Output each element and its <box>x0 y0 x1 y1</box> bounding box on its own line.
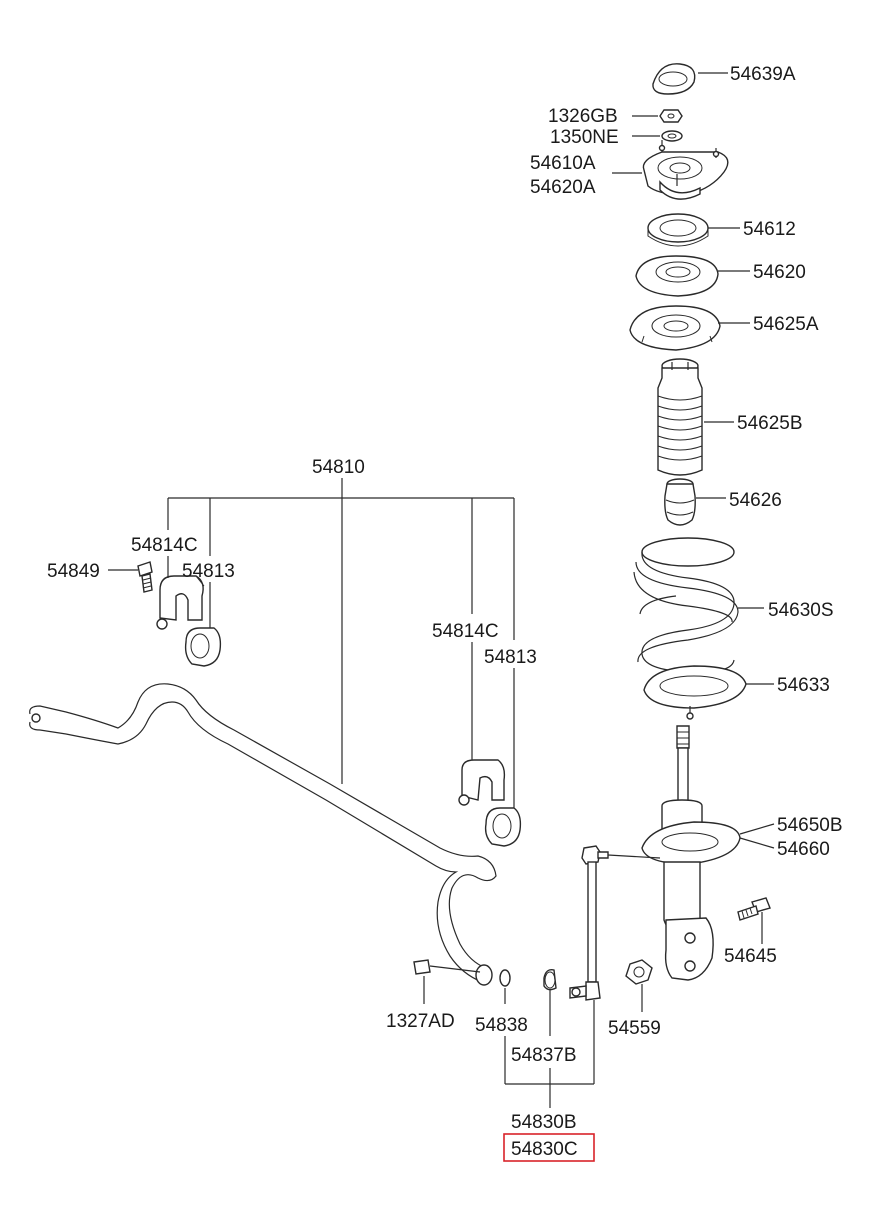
washer-1350NE <box>661 130 683 142</box>
bushing-54837B <box>543 968 557 991</box>
washer-54838 <box>499 969 511 987</box>
highlight-box-54830C <box>503 1133 595 1162</box>
label-54612: 54612 <box>743 219 796 240</box>
label-54633: 54633 <box>777 675 830 696</box>
clamp-54814C-left <box>156 575 205 630</box>
strut-mount-54610A <box>642 140 729 200</box>
leader-tree-54830B <box>504 990 595 1108</box>
clamp-54814C-right <box>458 759 506 806</box>
label-54625A: 54625A <box>753 314 819 335</box>
label-54660: 54660 <box>777 839 830 860</box>
strut-assembly-54650B <box>641 725 741 981</box>
label-54630S: 54630S <box>768 600 834 621</box>
nut-54559 <box>625 959 653 985</box>
bump-stop-54626 <box>664 478 696 526</box>
nut-1326GB <box>659 109 683 123</box>
stabilizer-link-54830C <box>569 845 661 1001</box>
leader-tree-54810 <box>167 478 515 808</box>
label-54830B: 54830B <box>511 1112 577 1133</box>
spring-lower-pad-54633 <box>643 665 747 720</box>
label-54559: 54559 <box>608 1018 661 1039</box>
label-54837B: 54837B <box>511 1045 577 1066</box>
dust-boot-54625B <box>657 358 703 476</box>
label-54610A: 54610A <box>530 153 596 174</box>
label-54639A: 54639A <box>730 64 796 85</box>
label-54813-right: 54813 <box>484 647 537 668</box>
label-54810: 54810 <box>312 457 365 478</box>
clip-1327AD <box>413 959 481 975</box>
label-54645: 54645 <box>724 946 777 967</box>
label-1326GB: 1326GB <box>548 106 618 127</box>
label-54626: 54626 <box>729 490 782 511</box>
label-54813-left: 54813 <box>182 561 235 582</box>
bearing-54612 <box>647 213 709 247</box>
bolt-54849 <box>137 561 153 593</box>
label-1350NE: 1350NE <box>550 127 619 148</box>
coil-spring-54630S <box>633 537 739 673</box>
label-54620: 54620 <box>753 262 806 283</box>
label-54625B: 54625B <box>737 413 803 434</box>
strut-mount-cap-54639A <box>652 63 696 95</box>
bolt-54645 <box>737 897 771 921</box>
label-54849: 54849 <box>47 561 100 582</box>
label-54814C-left: 54814C <box>131 535 198 556</box>
label-54650B: 54650B <box>777 815 843 836</box>
spring-pad-54625A <box>629 305 721 351</box>
label-54838: 54838 <box>475 1015 528 1036</box>
label-54814C-right: 54814C <box>432 621 499 642</box>
label-1327AD: 1327AD <box>386 1011 455 1032</box>
bushing-54813-left <box>184 627 222 667</box>
spring-seat-54620 <box>635 255 719 297</box>
label-54830C: 54830C <box>511 1139 578 1160</box>
stabilizer-bar-54810 <box>29 683 497 986</box>
label-54620A: 54620A <box>530 177 596 198</box>
bushing-54813-right <box>484 807 522 847</box>
